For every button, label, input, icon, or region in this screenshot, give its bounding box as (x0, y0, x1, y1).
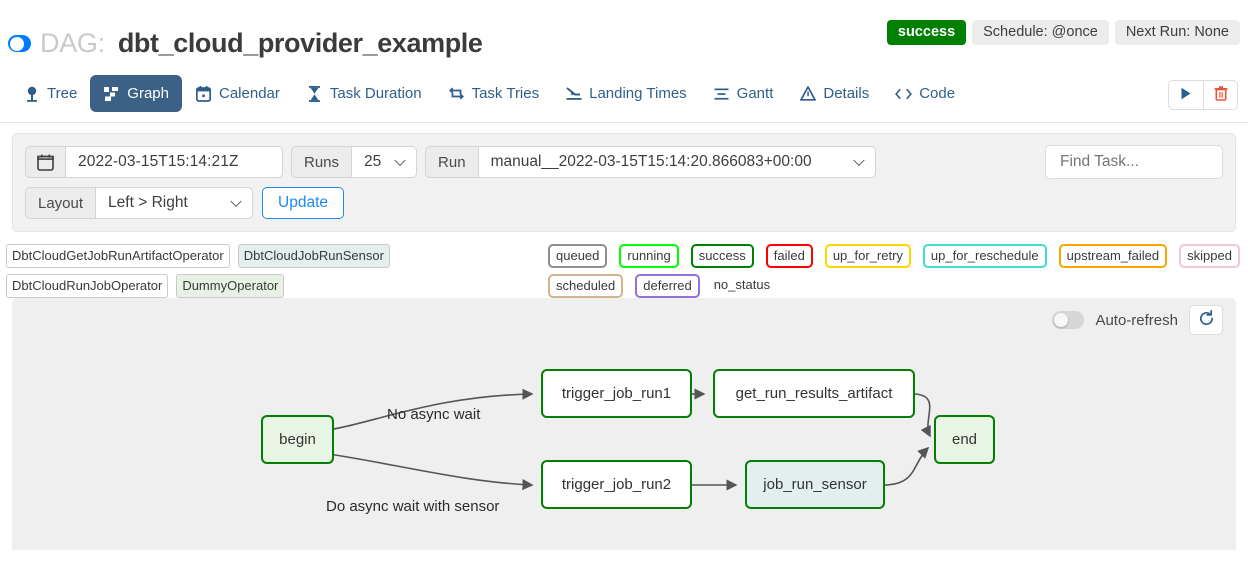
update-button[interactable]: Update (262, 187, 345, 219)
trigger-dag-button[interactable] (1168, 80, 1203, 110)
node-label: get_run_results_artifact (735, 385, 893, 402)
warning-triangle-icon (799, 85, 816, 102)
header-badges: success Schedule: @once Next Run: None (886, 20, 1240, 45)
dag-action-buttons (1168, 80, 1238, 110)
retry-icon (448, 85, 465, 102)
legend: DbtCloudGetJobRunArtifactOperator DbtClo… (0, 244, 1248, 298)
tab-task-duration[interactable]: Task Duration (293, 75, 435, 112)
delete-dag-button[interactable] (1203, 80, 1238, 110)
controls-row-1: 2022-03-15T15:14:21Z Runs 25 Run manual_… (25, 145, 1223, 179)
edge-label-no-async-wait: No async wait (387, 406, 481, 423)
refresh-icon (1198, 310, 1215, 330)
layout-label: Layout (25, 187, 96, 219)
graph-panel: Auto-refresh begin trigger_job_run1 (12, 298, 1236, 550)
state-chip-running[interactable]: running (619, 244, 679, 268)
tab-code[interactable]: Code (882, 75, 968, 112)
run-select[interactable]: manual__2022-03-15T15:14:20.866083+00:00 (477, 146, 876, 178)
auto-refresh-toggle[interactable] (1052, 311, 1085, 329)
node-label: begin (279, 431, 316, 448)
state-chip-up-for-retry[interactable]: up_for_retry (824, 244, 911, 268)
tab-tree[interactable]: Tree (10, 75, 90, 112)
status-badge: success (886, 20, 967, 45)
graph-node-get-run-results-artifact[interactable]: get_run_results_artifact (713, 369, 915, 418)
code-brackets-icon (895, 85, 913, 102)
graph-node-trigger-job-run1[interactable]: trigger_job_run1 (541, 369, 692, 418)
graph-icon (103, 85, 120, 102)
state-chip-up-for-reschedule[interactable]: up_for_reschedule (922, 244, 1047, 268)
refresh-controls: Auto-refresh (1052, 305, 1223, 335)
play-icon (1180, 87, 1192, 103)
page-header: DAG: dbt_cloud_provider_example success … (0, 0, 1248, 70)
run-label: Run (425, 146, 478, 178)
state-legend: queued running success failed up_for_ret… (548, 244, 1244, 298)
tab-landing-times[interactable]: Landing Times (552, 75, 700, 112)
state-chip-no-status[interactable]: no_status (713, 277, 771, 292)
layout-group: Layout Left > Right (25, 187, 254, 219)
hourglass-icon (306, 85, 323, 102)
runs-label: Runs (291, 146, 352, 178)
refresh-button[interactable] (1189, 305, 1223, 335)
run-controls-panel: 2022-03-15T15:14:21Z Runs 25 Run manual_… (12, 133, 1236, 232)
dag-label: DAG: (40, 28, 105, 58)
calendar-icon[interactable] (25, 146, 65, 178)
operator-chip[interactable]: DbtCloudRunJobOperator (6, 274, 169, 298)
tab-details[interactable]: Details (786, 75, 882, 112)
node-label: job_run_sensor (763, 476, 867, 493)
runs-group: Runs 25 (291, 146, 418, 178)
view-tabbar: Tree Graph Calendar Task Duration Task T (0, 70, 1248, 123)
edge-label-do-async-wait-with-sensor: Do async wait with sensor (326, 498, 500, 515)
state-chip-deferred[interactable]: deferred (635, 274, 700, 298)
run-group: Run manual__2022-03-15T15:14:20.866083+0… (425, 146, 876, 178)
tab-gantt[interactable]: Gantt (700, 75, 787, 112)
tab-calendar[interactable]: Calendar (182, 75, 293, 112)
tab-list: Tree Graph Calendar Task Duration Task T (10, 75, 968, 112)
gantt-icon (713, 85, 730, 102)
page-title: dbt_cloud_provider_example (117, 28, 483, 58)
controls-row-2: Layout Left > Right Update (25, 187, 1223, 219)
tab-task-tries[interactable]: Task Tries (435, 75, 553, 112)
tab-label: Landing Times (589, 85, 687, 102)
tab-label: Graph (127, 85, 169, 102)
operator-legend: DbtCloudGetJobRunArtifactOperator DbtClo… (6, 244, 536, 298)
landing-icon (565, 85, 582, 102)
tab-label: Task Duration (329, 85, 422, 102)
node-label: trigger_job_run1 (561, 385, 672, 402)
state-chip-upstream-failed[interactable]: upstream_failed (1058, 244, 1168, 268)
tab-label: Tree (47, 85, 78, 102)
runs-select[interactable]: 25 (351, 146, 418, 178)
layout-select[interactable]: Left > Right (95, 187, 254, 219)
state-chip-skipped[interactable]: skipped (1179, 244, 1240, 268)
operator-chip[interactable]: DbtCloudJobRunSensor (237, 244, 390, 268)
graph-edges (321, 388, 931, 491)
tree-icon (23, 85, 40, 102)
operator-chip[interactable]: DummyOperator (176, 274, 285, 298)
trash-icon (1214, 86, 1228, 104)
tab-label: Gantt (736, 85, 774, 102)
dag-title-group: DAG: dbt_cloud_provider_example (8, 28, 483, 59)
next-run-badge: Next Run: None (1114, 20, 1240, 45)
tab-label: Task Tries (471, 85, 540, 102)
operator-chip[interactable]: DbtCloudGetJobRunArtifactOperator (6, 244, 230, 268)
tab-label: Code (919, 85, 956, 102)
graph-node-trigger-job-run2[interactable]: trigger_job_run2 (541, 460, 692, 509)
node-label: end (951, 431, 978, 448)
calendar-icon (195, 85, 212, 102)
graph-node-end[interactable]: end (934, 415, 995, 464)
auto-refresh-label: Auto-refresh (1095, 311, 1178, 329)
node-label: trigger_job_run2 (561, 476, 672, 493)
tab-label: Details (823, 85, 870, 102)
tab-label: Calendar (219, 85, 280, 102)
toggle-on-icon[interactable] (8, 35, 31, 52)
search-input[interactable] (1045, 145, 1223, 179)
state-chip-scheduled[interactable]: scheduled (548, 274, 624, 298)
schedule-badge[interactable]: Schedule: @once (972, 20, 1109, 45)
state-chip-success[interactable]: success (690, 244, 754, 268)
graph-node-begin[interactable]: begin (261, 415, 334, 464)
graph-node-job-run-sensor[interactable]: job_run_sensor (745, 460, 885, 509)
tab-graph[interactable]: Graph (90, 75, 182, 112)
state-chip-failed[interactable]: failed (765, 244, 813, 268)
execution-date-input[interactable]: 2022-03-15T15:14:21Z (65, 146, 283, 178)
state-chip-queued[interactable]: queued (548, 244, 608, 268)
date-picker-group[interactable]: 2022-03-15T15:14:21Z (25, 146, 283, 178)
